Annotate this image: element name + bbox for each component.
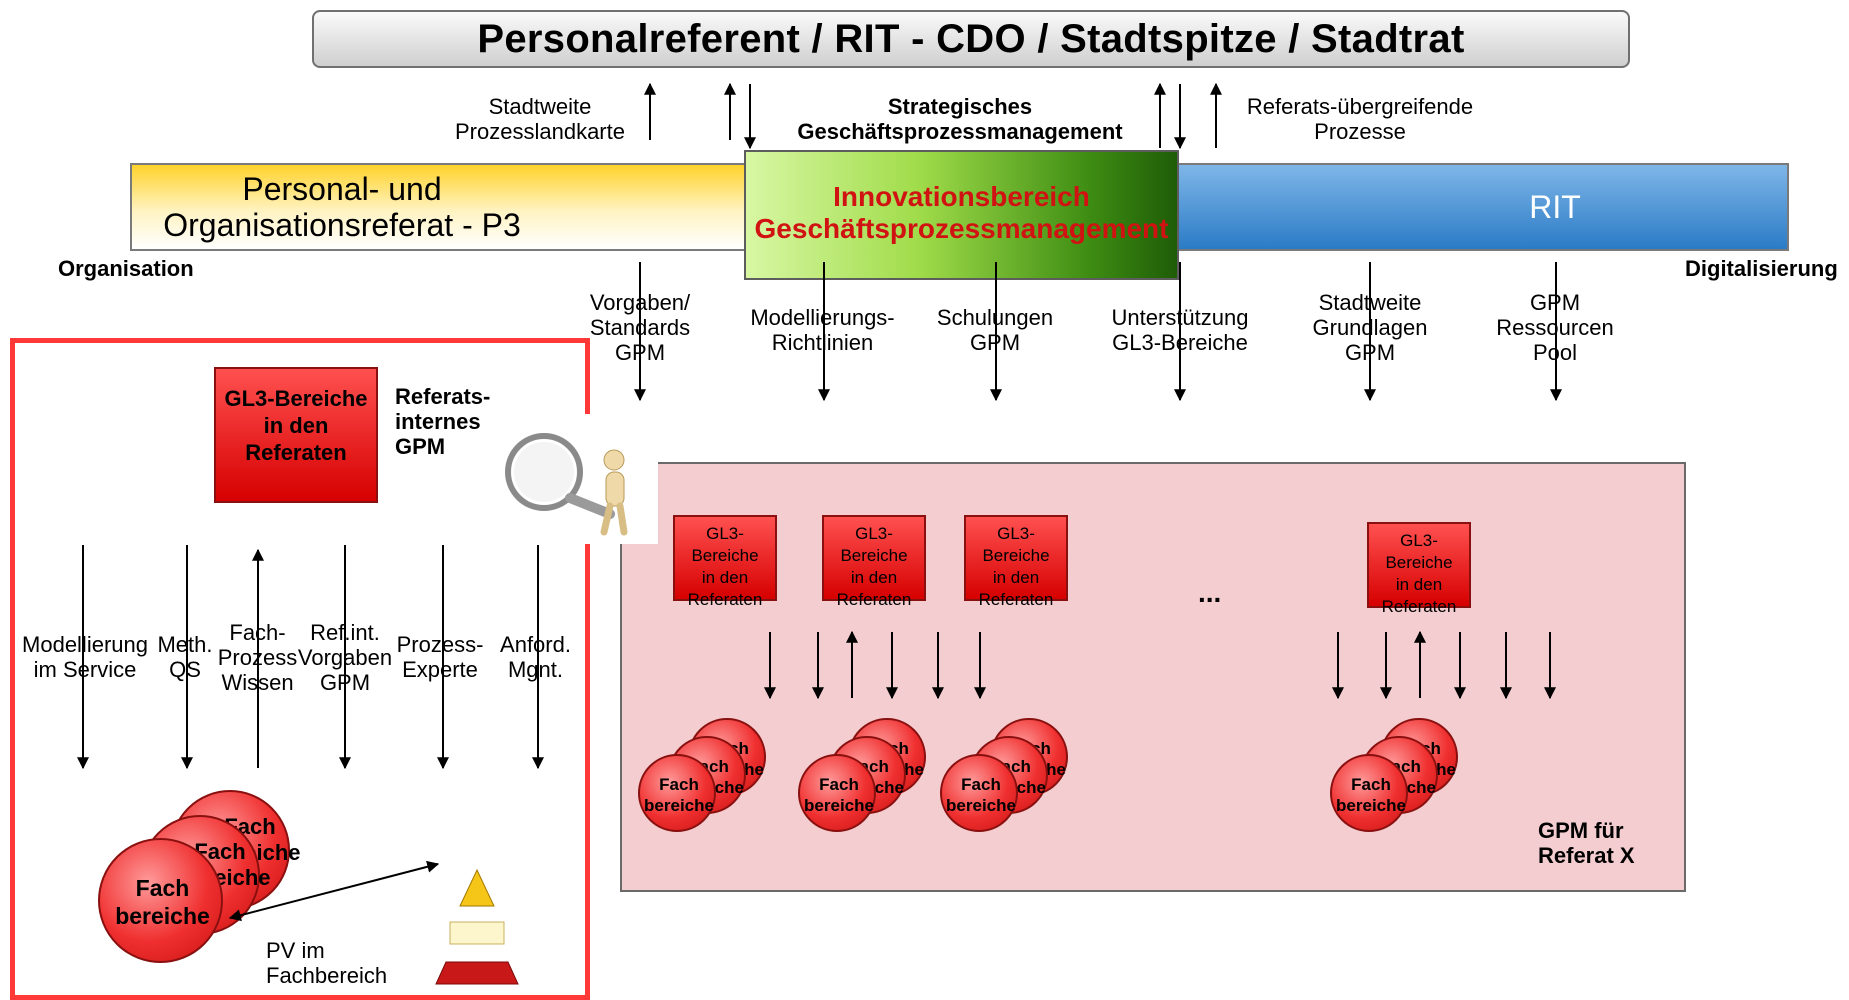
pyramid-icon [432, 858, 522, 990]
label-gpm-fuer-referat-x: GPM für Referat X [1538, 818, 1635, 868]
bar-rit-label: RIT [1529, 189, 1581, 225]
bar-innovation-label: Innovationsbereich Geschäftsprozessmanag… [754, 181, 1169, 244]
header-banner: Personalreferent / RIT - CDO / Stadtspit… [312, 10, 1630, 68]
bar-p3-label: Personal- und Organisationsreferat - P3 [163, 171, 521, 243]
label-meth-qs: Meth. QS [157, 632, 213, 682]
right-gl3-box-4: GL3-Bereiche in den Referaten [1367, 522, 1471, 616]
label-modellierung-im-service: Modellierung im Service [22, 632, 148, 682]
label-pv-im-fachbereich: PV im Fachbereich [266, 938, 388, 988]
label-anford-mgnt: Anford. Mgnt. [500, 632, 571, 682]
label-stadtweite-prozesslandkarte: Stadtweite Prozesslandkarte [455, 94, 625, 144]
right-fachbereich-circle-3-3: Fach bereiche [940, 754, 1018, 832]
right-fachbereich-circle-4-3: Fach bereiche [1330, 754, 1408, 832]
right-fachbereich-text: Fach bereiche [1336, 775, 1406, 815]
ellipsis-more-referate: ... [1198, 577, 1222, 608]
bar-innovationsbereich: Innovationsbereich Geschäftsprozessmanag… [744, 150, 1179, 280]
left-fachbereich-circle-front: Fach bereiche [98, 838, 223, 963]
label-referats-uebergreifende-prozesse: Referats-übergreifende Prozesse [1246, 94, 1474, 144]
label-prozess-experte: Prozess- Experte [396, 632, 484, 682]
label-strategisches-gpm: Strategisches Geschäftsprozessmanagement [797, 94, 1123, 144]
panel-gpm-fuer-referat-x [620, 462, 1686, 892]
axis-label-digitalisierung: Digitalisierung [1685, 256, 1838, 281]
magnifier-figure-icon [502, 430, 642, 540]
label-referats-internes-gpm: Referats- internes GPM [395, 384, 491, 459]
right-fachbereich-text: Fach bereiche [644, 775, 714, 815]
right-fachbereich-circle-1-3: Fach bereiche [638, 754, 716, 832]
right-fachbereich-circle-2-3: Fach bereiche [798, 754, 876, 832]
label-modellierungs-richtlinien: Modellierungs- Richtlinien [750, 305, 895, 355]
header-title: Personalreferent / RIT - CDO / Stadtspit… [477, 16, 1465, 61]
right-gl3-box-2: GL3-Bereiche in den Referaten [822, 515, 926, 609]
bar-rit: RIT [1173, 163, 1789, 251]
arrow-pv-im-fachbereich [228, 860, 440, 922]
right-fachbereich-text: Fach bereiche [946, 775, 1016, 815]
right-gl3-box-3: GL3-Bereiche in den Referaten [964, 515, 1068, 609]
right-fachbereich-text: Fach bereiche [804, 775, 874, 815]
left-gl3-box: GL3-Bereiche in den Referaten [214, 367, 378, 503]
right-gl3-box-1: GL3-Bereiche in den Referaten [673, 515, 777, 609]
bar-personal-organisationsreferat: Personal- und Organisationsreferat - P3 [130, 163, 746, 251]
axis-label-organisation: Organisation [58, 256, 194, 281]
